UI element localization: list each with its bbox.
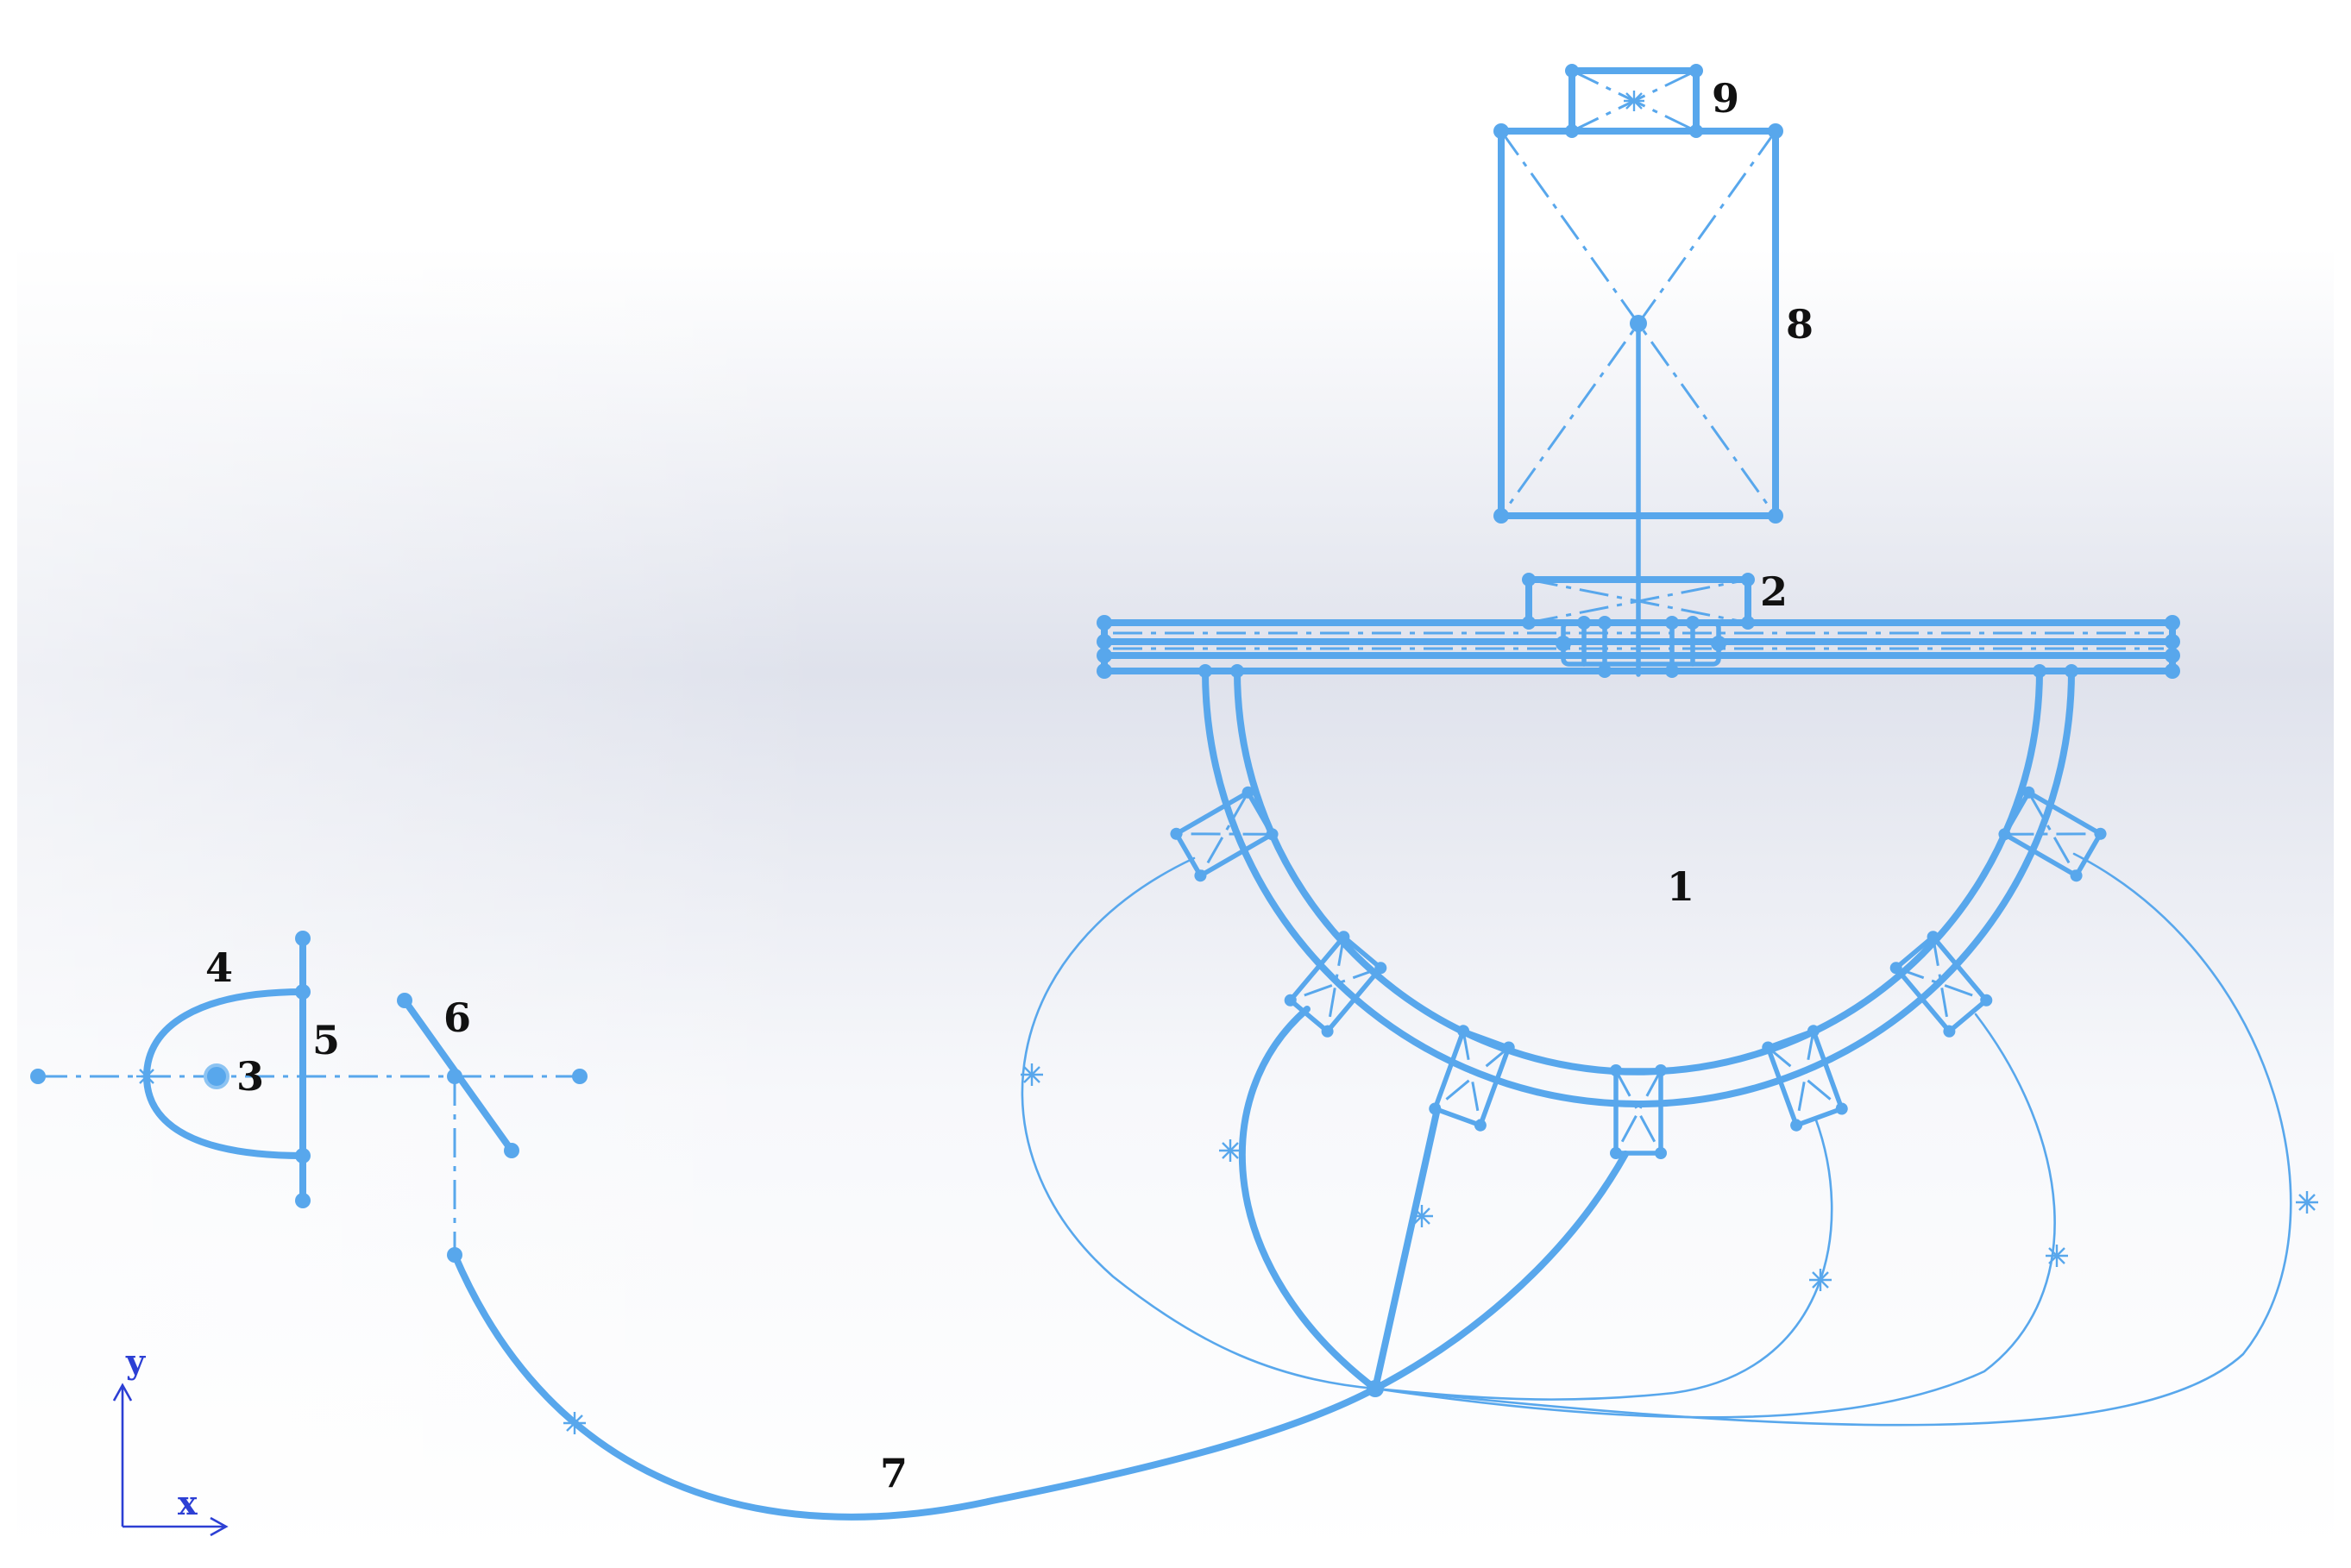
label-7: 7 — [880, 1450, 908, 1496]
horizontal-frame — [1097, 615, 2180, 679]
label-6: 6 — [443, 994, 471, 1041]
coordinate-axes: y x — [112, 1342, 229, 1537]
y-axis-label: y — [125, 1342, 146, 1381]
label-8: 8 — [1786, 301, 1814, 348]
part-3-center-point — [204, 1063, 229, 1089]
clip-2 — [1284, 931, 1387, 1038]
clip-1 — [1170, 786, 1279, 882]
label-2: 2 — [1760, 568, 1788, 615]
part-7-long-curve — [447, 1076, 1379, 1521]
clip-7 — [1998, 786, 2107, 882]
label-9: 9 — [1712, 75, 1739, 122]
viewport-background-shade — [17, 34, 2334, 1552]
left-mechanism — [30, 931, 588, 1208]
clip-5 — [1762, 1025, 1848, 1132]
cable-curves — [1021, 852, 2292, 1427]
label-3: 3 — [236, 1053, 264, 1100]
center-star-marker — [1624, 91, 1644, 111]
semicircle-clips — [1170, 786, 2107, 1159]
label-4: 4 — [205, 944, 233, 991]
clip-6 — [1889, 931, 1993, 1038]
label-5: 5 — [312, 1017, 340, 1063]
label-1: 1 — [1667, 863, 1694, 910]
x-axis-label: x — [178, 1483, 198, 1522]
clip-4 — [1610, 1064, 1667, 1159]
part-labels: 1 2 3 4 5 6 7 8 9 — [205, 75, 1814, 1496]
